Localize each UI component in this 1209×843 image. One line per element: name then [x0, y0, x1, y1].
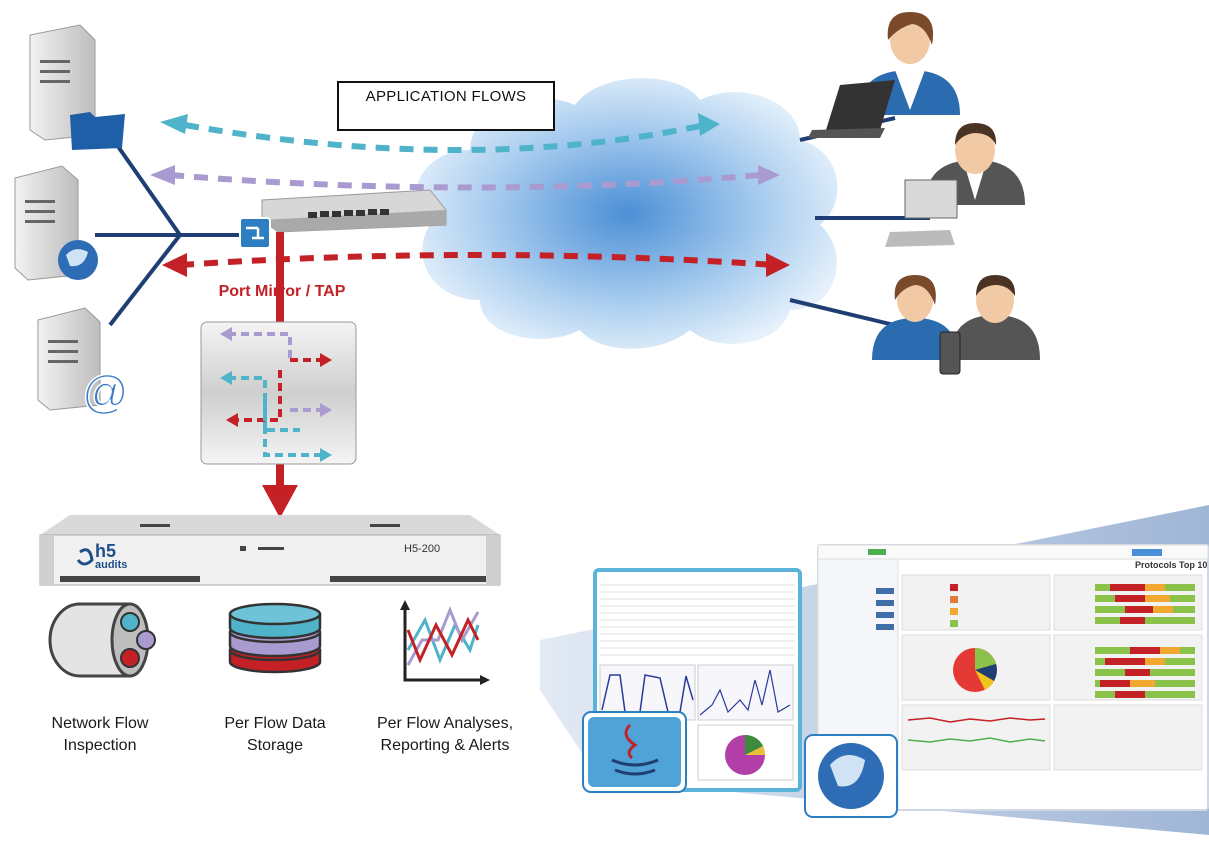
feature-caption-line2: Storage — [246, 737, 304, 754]
database-storage-icon — [228, 602, 322, 674]
globe-logo-icon — [804, 734, 898, 818]
svg-text:@: @ — [82, 366, 129, 418]
application-flows — [169, 122, 776, 268]
user-laptop-icon — [808, 12, 960, 138]
flow-arrowhead-cyan-left — [160, 114, 188, 134]
flow-legend: APPLICATION FLOWS — [337, 81, 555, 131]
tap-arrowhead — [262, 485, 298, 518]
flow-arrowhead-lilac-right — [758, 165, 780, 185]
java-logo-icon — [582, 711, 687, 793]
user-pair-icon — [872, 275, 1040, 375]
feature-caption-line1: Per Flow Analyses, — [376, 715, 514, 732]
flow-arrowhead-lilac-left — [150, 165, 175, 185]
appliance-model: H5-200 — [404, 543, 441, 555]
tap-label: Port Mirror / TAP — [218, 283, 346, 300]
flow-arrowhead-cyan-right — [698, 113, 720, 136]
feature-caption-line2: Reporting & Alerts — [380, 737, 510, 754]
h5-appliance-icon — [39, 515, 501, 586]
user-desktop-icon — [885, 123, 1025, 247]
tap-inner-arrowheads — [220, 327, 332, 462]
server-icon-web — [14, 165, 98, 281]
server-icon-files — [29, 24, 125, 150]
tap-inner-flows — [228, 332, 320, 457]
feature-caption-inspection: Network Flow Inspection — [30, 713, 170, 757]
flow-cable-icon — [48, 602, 156, 678]
flow-arrowhead-red-left — [162, 253, 187, 277]
server-icon-email: @ — [37, 307, 129, 419]
dashboard-screenshot-right — [817, 544, 1209, 811]
feature-caption-storage: Per Flow Data Storage — [205, 713, 345, 757]
network-switch-icon — [239, 189, 447, 249]
appliance-brand: h5 audits — [95, 541, 128, 572]
feature-caption-line1: Per Flow Data — [224, 715, 326, 732]
feature-caption-line1: Network Flow — [51, 715, 149, 732]
dashboard-title: Protocols Top 10 — [1135, 560, 1208, 570]
dashboard-small-bars — [950, 584, 958, 627]
dashboard-stacked-bars-mid — [1095, 647, 1195, 698]
legend-title: APPLICATION FLOWS — [365, 88, 527, 105]
tap-flow-box — [200, 321, 357, 465]
brand-bottom: audits — [95, 559, 128, 571]
feature-caption-line2: Inspection — [63, 737, 137, 754]
feature-caption-analyses: Per Flow Analyses, Reporting & Alerts — [360, 713, 530, 757]
flow-arrowhead-red-right — [766, 253, 790, 277]
dashboard-stacked-bars-top — [1095, 584, 1195, 624]
analysis-chart-icon — [400, 600, 490, 685]
brand-top: h5 — [95, 541, 117, 561]
